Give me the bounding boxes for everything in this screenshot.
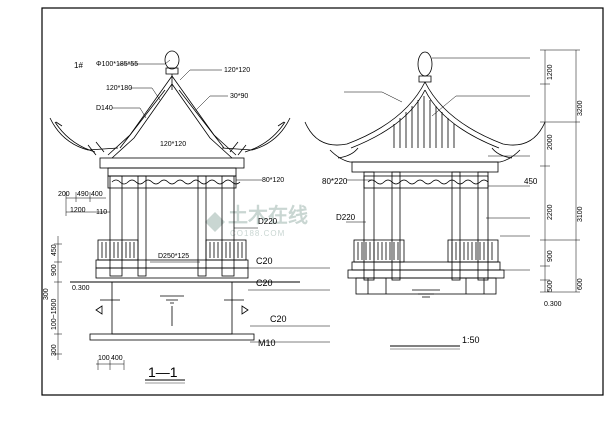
- beam-120-label: 120*120: [160, 141, 186, 148]
- section-dimensions: [54, 192, 185, 384]
- drawing-frame: [41, 7, 604, 396]
- c20-label-c: C20: [270, 314, 287, 324]
- level-left: 0.300: [72, 285, 90, 292]
- d220-label: D220: [258, 217, 278, 226]
- dim-1200: 1200: [70, 207, 86, 214]
- dim-900: 900: [51, 264, 58, 276]
- elevation-drawing: [304, 51, 546, 298]
- elevation-scale: 1:50: [462, 335, 480, 345]
- d140-label: D140: [96, 105, 113, 112]
- mark-label: 1#: [74, 61, 83, 70]
- level-right: 0.300: [544, 301, 562, 308]
- purlin-dim-label: 30*90: [230, 93, 248, 100]
- elevation-dimensions: [540, 49, 580, 293]
- dim-3100-right: 3100: [577, 206, 584, 222]
- dim-500-right: 500: [547, 280, 554, 292]
- c20-label-b: C20: [256, 278, 273, 288]
- dim-200: 200: [58, 191, 70, 198]
- c20-label-a: C20: [256, 256, 273, 266]
- dim-400: 400: [91, 191, 103, 198]
- section-drawing: [49, 50, 300, 341]
- dim-100-1500: 100~1500: [51, 299, 58, 330]
- dim-600-right: 600: [577, 278, 584, 290]
- watermark-text: 土木在线: [228, 203, 308, 227]
- watermark-sub: CO188.COM: [230, 229, 285, 238]
- dim-400-b: 400: [111, 355, 123, 362]
- beam-80-label: 80*120: [262, 177, 284, 184]
- elevation-leaders: [344, 57, 530, 350]
- section-labels: 1# Φ100*185*55 120*120 120*180 30*90 D14…: [43, 61, 287, 380]
- dim-100: 100: [98, 355, 110, 362]
- section-title: 1—1: [148, 364, 178, 380]
- section-leaders: [112, 59, 330, 343]
- finial-dim-label: Φ100*185*55: [96, 61, 138, 68]
- rafter-dim-label: 120*180: [106, 85, 132, 92]
- dim-3200-right: 3200: [577, 100, 584, 116]
- dim-300-b: 300: [51, 344, 58, 356]
- dim-300-v: 300: [43, 288, 50, 300]
- dim-2200-right: 2200: [547, 204, 554, 220]
- elevation-labels: 80*220 D220 450 1200 3200 2000 2200 3100…: [322, 64, 584, 345]
- dim-110: 110: [96, 209, 107, 216]
- m10-label: M10: [258, 338, 276, 348]
- d250-label: D250*125: [158, 253, 189, 260]
- dim-450: 450: [51, 244, 58, 256]
- dim-450-right: 450: [524, 177, 538, 186]
- dim-900-right: 900: [547, 250, 554, 262]
- ridge-dim-label: 120*120: [224, 67, 250, 74]
- dim-2000-right: 2000: [547, 134, 554, 150]
- d220-right-label: D220: [336, 213, 356, 222]
- dim-490: 490: [77, 191, 89, 198]
- dim-1200-right: 1200: [547, 64, 554, 80]
- beam-80-220-label: 80*220: [322, 177, 348, 186]
- watermark: 土木在线 CO188.COM: [205, 203, 308, 238]
